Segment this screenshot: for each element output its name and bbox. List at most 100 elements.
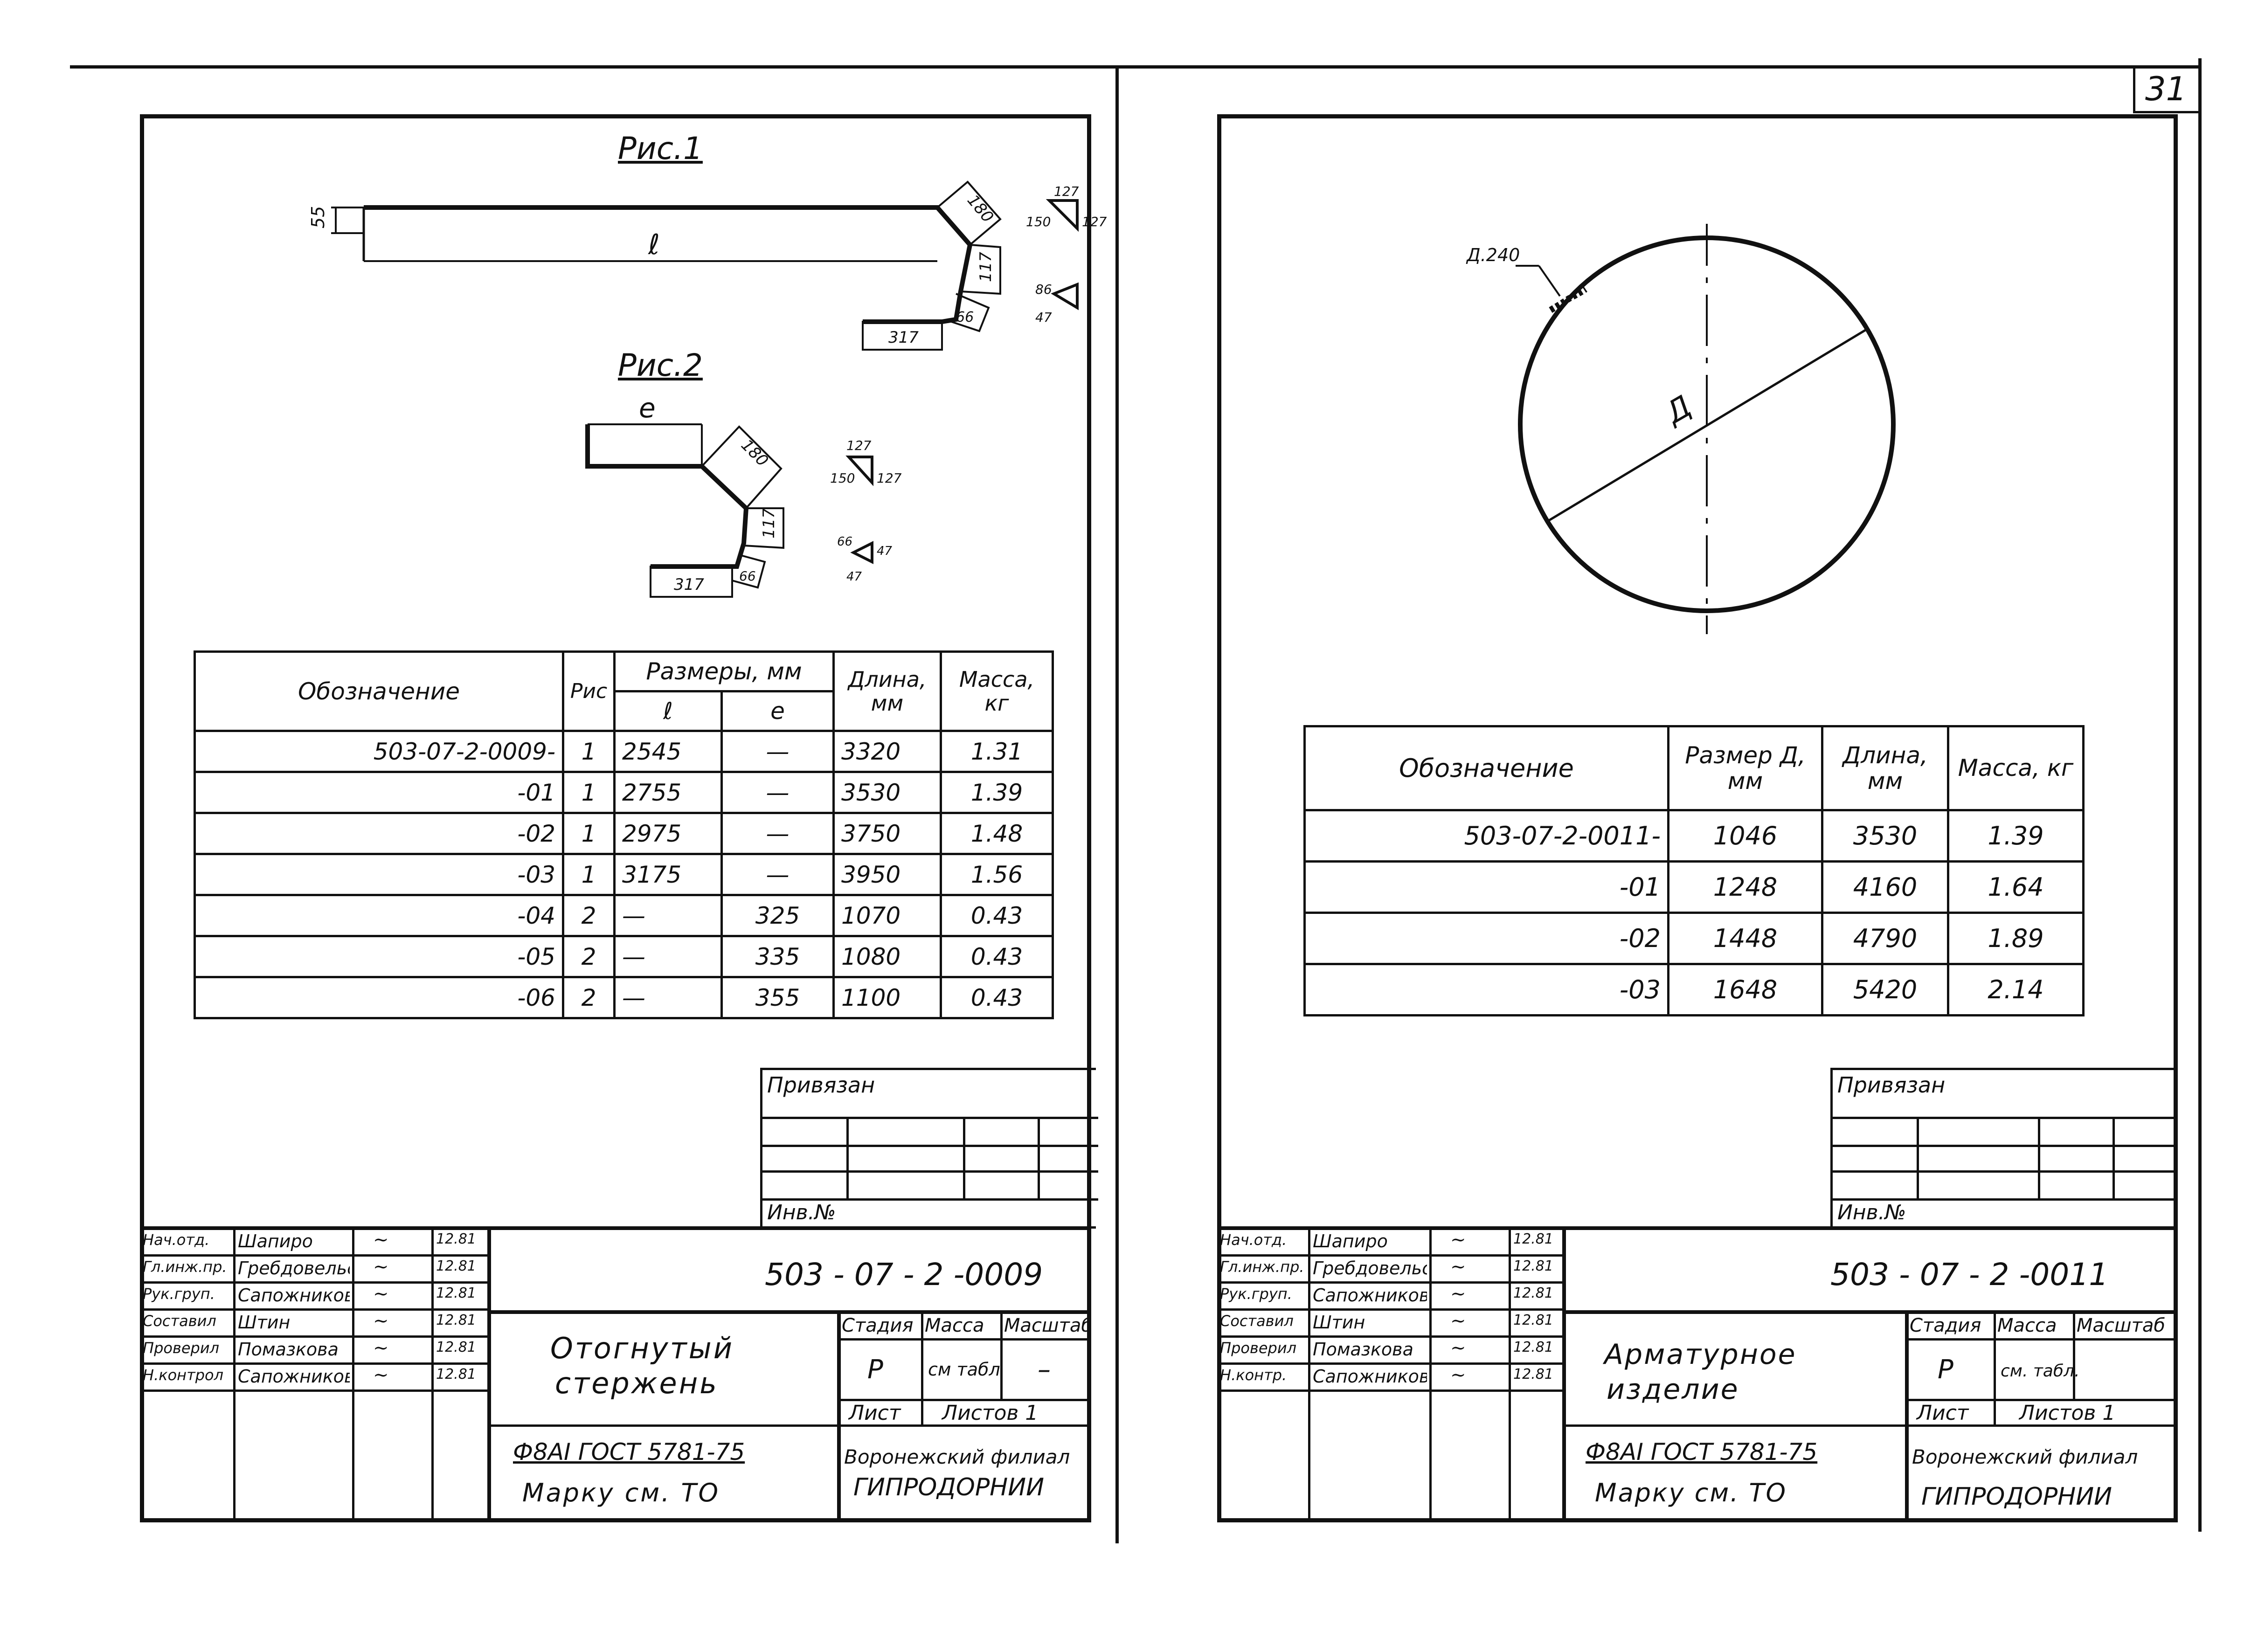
- staff-role: Рук.груп.: [143, 1285, 215, 1303]
- top-rule: [70, 65, 2201, 69]
- page-number-box-bottom: [2133, 111, 2201, 113]
- row-fig: 1: [562, 853, 616, 896]
- row-mass: 1.89: [1947, 912, 2085, 965]
- row-size: 1046: [1667, 809, 1823, 863]
- ring-d240-label: Д.240: [1466, 245, 1520, 265]
- row-designation: -02: [194, 812, 564, 855]
- row-designation: 503-07-2-0011-: [1303, 809, 1669, 863]
- h-dims: Размеры, мм: [613, 650, 835, 692]
- h-e: e: [720, 690, 835, 732]
- row-fig: 2: [562, 894, 616, 937]
- fig2-t127b: 127: [877, 470, 902, 486]
- s2-scale-header: Масштаб: [2077, 1315, 2166, 1336]
- row-e: —: [720, 853, 835, 896]
- row-l: 2545: [613, 730, 723, 773]
- signature: ~: [373, 1256, 389, 1278]
- staff-name: Сапожникова: [1313, 1366, 1427, 1387]
- staff-name: Штин: [1313, 1312, 1365, 1333]
- fig1-drawing: 55 ℓ 180 117 66 317 127 150 127 86 47: [308, 180, 1107, 351]
- s2-sheet-label: Лист: [1917, 1401, 1969, 1425]
- h-mass: Масса, кг: [940, 650, 1054, 732]
- row-designation: -04: [194, 894, 564, 937]
- row-length: 3950: [832, 853, 942, 896]
- signature: ~: [1450, 1229, 1466, 1251]
- staff-date: 12.81: [436, 1258, 476, 1274]
- s2-org-line1: Воронежский филиал: [1912, 1445, 2138, 1468]
- stage-value: Р: [867, 1355, 883, 1385]
- staff-role: Рук.груп.: [1220, 1285, 1292, 1303]
- staff-date: 12.81: [436, 1285, 476, 1301]
- fig2-d66: 66: [739, 568, 756, 584]
- s2-title-line2: изделие: [1607, 1373, 1739, 1406]
- staff-name: Помазкова: [1313, 1339, 1413, 1360]
- right-margin-line: [2198, 58, 2202, 1532]
- staff-role: Н.контр.: [1220, 1366, 1287, 1384]
- h-length: Длина, мм: [832, 650, 942, 732]
- row-l: 2975: [613, 812, 723, 855]
- row-length: 1080: [832, 935, 942, 978]
- fig1-d317: 317: [888, 328, 919, 347]
- s2-title-line1: Арматурное: [1604, 1338, 1797, 1371]
- row-e: —: [720, 812, 835, 855]
- sheet1-bound-box: Привязан Инв.№: [760, 1068, 1098, 1229]
- fig2-t150: 150: [830, 470, 855, 486]
- row-mass: 0.43: [940, 935, 1054, 978]
- s2-sheets-label: Листов 1: [2019, 1401, 2116, 1425]
- staff-name: Гребдовельский: [238, 1258, 350, 1279]
- row-l: 3175: [613, 853, 723, 896]
- row-designation: -06: [194, 976, 564, 1019]
- row-mass: 1.64: [1947, 860, 2085, 914]
- fig2-d117: 117: [760, 508, 778, 539]
- scale-header: Масштаб: [1004, 1315, 1090, 1336]
- row-designation: -01: [1303, 860, 1669, 914]
- fig1-title: Рис.1: [618, 131, 703, 166]
- row-length: 3750: [832, 812, 942, 855]
- title-line1: Отогнутый: [550, 1331, 734, 1365]
- s2-mass-header: Масса: [1997, 1315, 2057, 1336]
- row-length: 3320: [832, 730, 942, 773]
- row-l: —: [613, 935, 723, 978]
- org-line2: ГИПРОДОРНИИ: [853, 1473, 1045, 1501]
- row-fig: 2: [562, 976, 616, 1019]
- fig1-d66: 66: [956, 309, 974, 325]
- staff-role: Гл.инж.пр.: [143, 1258, 227, 1276]
- center-divider: [1115, 65, 1119, 1543]
- staff-role: Гл.инж.пр.: [1220, 1258, 1304, 1276]
- staff-date: 12.81: [436, 1231, 476, 1247]
- fig1-length-label: ℓ: [648, 228, 660, 261]
- fig2-t47b: 47: [846, 570, 862, 584]
- staff-date: 12.81: [1513, 1312, 1553, 1328]
- row-l: 2755: [613, 771, 723, 814]
- sheet2-bound-box: Привязан Инв.№: [1830, 1068, 2178, 1229]
- row-mass: 2.14: [1947, 963, 2085, 1016]
- signature: ~: [1450, 1256, 1466, 1278]
- row-length: 5420: [1821, 963, 1949, 1016]
- staff-name: Сапожникова: [238, 1285, 350, 1306]
- note-steel: Ф8АI ГОСТ 5781-75: [513, 1438, 745, 1465]
- staff-date: 12.81: [1513, 1258, 1553, 1274]
- fig1-h55: 55: [308, 206, 328, 228]
- row-fig: 2: [562, 935, 616, 978]
- fig2-title: Рис.2: [618, 347, 703, 383]
- s2-note-steel: Ф8АI ГОСТ 5781-75: [1586, 1438, 1818, 1465]
- sheets-label: Листов 1: [942, 1401, 1039, 1425]
- fig2-drawing: e 180 117 66 317 127 150 127 66 47 47: [585, 401, 902, 598]
- row-designation: -03: [194, 853, 564, 896]
- fig1-t127a: 127: [1054, 184, 1079, 199]
- staff-date: 12.81: [1513, 1285, 1553, 1301]
- mass-header: Масса: [925, 1315, 984, 1336]
- staff-date: 12.81: [1513, 1339, 1553, 1355]
- fig1-d180: 180: [963, 191, 997, 226]
- row-e: —: [720, 771, 835, 814]
- mass-value: см табл: [928, 1359, 1000, 1380]
- row-mass: 1.39: [940, 771, 1054, 814]
- row-mass: 0.43: [940, 894, 1054, 937]
- row-mass: 1.39: [1947, 809, 2085, 863]
- s2-h-size: Размер Д, мм: [1667, 725, 1823, 811]
